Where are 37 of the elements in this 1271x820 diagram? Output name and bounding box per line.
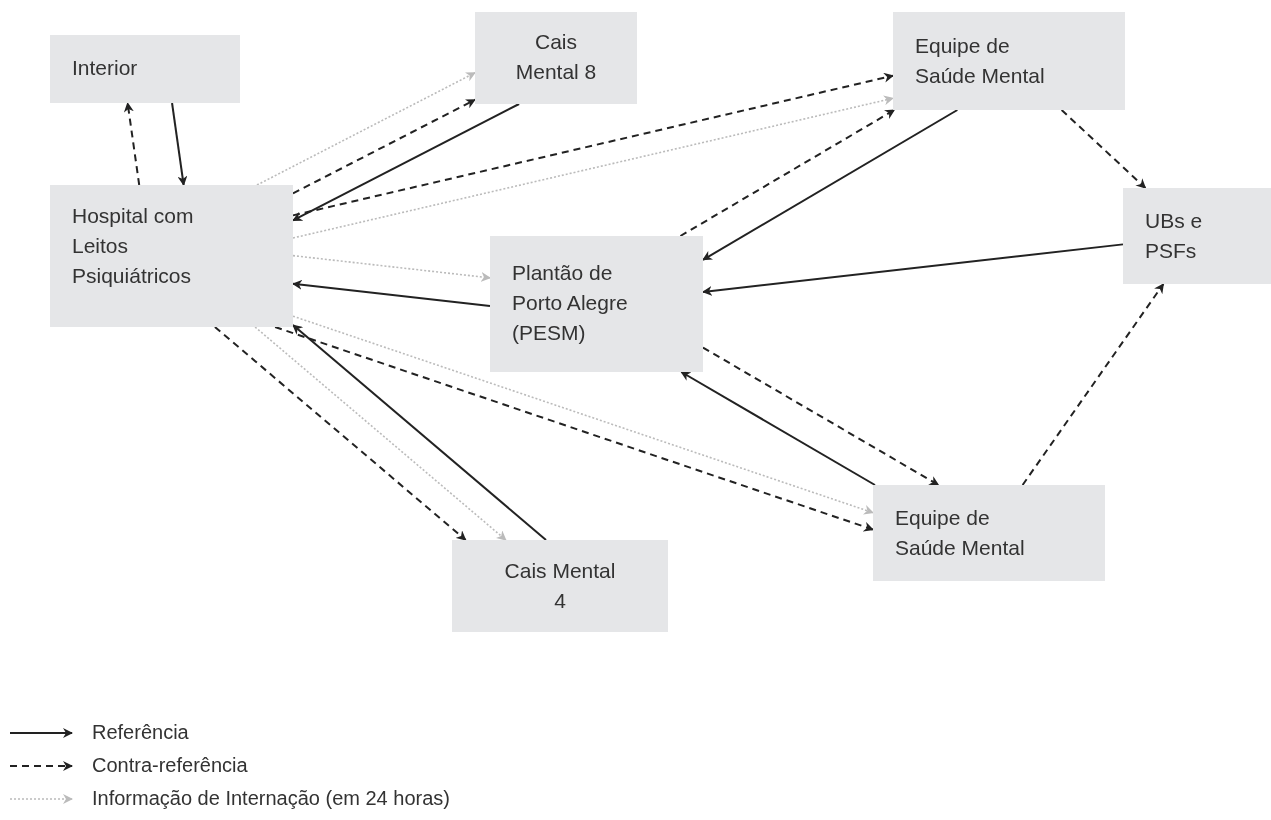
legend-label: Contra-referência [92, 753, 248, 777]
box-label: Plantão de Porto Alegre (PESM) [512, 260, 629, 346]
arrow [702, 109, 959, 261]
box-label: Interior [72, 55, 139, 81]
arrow [123, 102, 141, 186]
arrow [1060, 109, 1147, 189]
process-box [1123, 188, 1271, 284]
process-box [50, 185, 293, 327]
arrow [680, 371, 876, 486]
box-label: Equipe de Saúde Mental [915, 33, 1046, 89]
process-box [475, 12, 637, 104]
arrow [292, 279, 491, 308]
process-box [893, 12, 1125, 110]
arrow [702, 346, 940, 486]
arrow [292, 324, 547, 541]
box-label: Hospital com Leitos Psiquiátricos [72, 203, 195, 289]
arrow [292, 103, 521, 222]
arrow [213, 326, 467, 541]
arrow [256, 71, 476, 186]
arrow [171, 102, 188, 186]
process-box [490, 236, 703, 372]
process-box [873, 485, 1105, 581]
arrow [679, 109, 896, 237]
arrow [254, 326, 507, 541]
arrow [292, 98, 476, 195]
process-box [452, 540, 668, 632]
arrow [292, 72, 894, 217]
legend-label: Referência [92, 720, 189, 744]
box-label: UBs e PSFs [1145, 208, 1204, 264]
process-box [50, 35, 240, 103]
arrow [274, 326, 874, 532]
legend-label: Informação de Internação (em 24 horas) [92, 786, 450, 810]
arrow [702, 243, 1124, 296]
box-label: Cais Mental 4 [503, 558, 617, 614]
box-label: Cais Mental 8 [514, 29, 598, 85]
arrow [1021, 283, 1165, 486]
box-label: Equipe de Saúde Mental [895, 505, 1026, 561]
